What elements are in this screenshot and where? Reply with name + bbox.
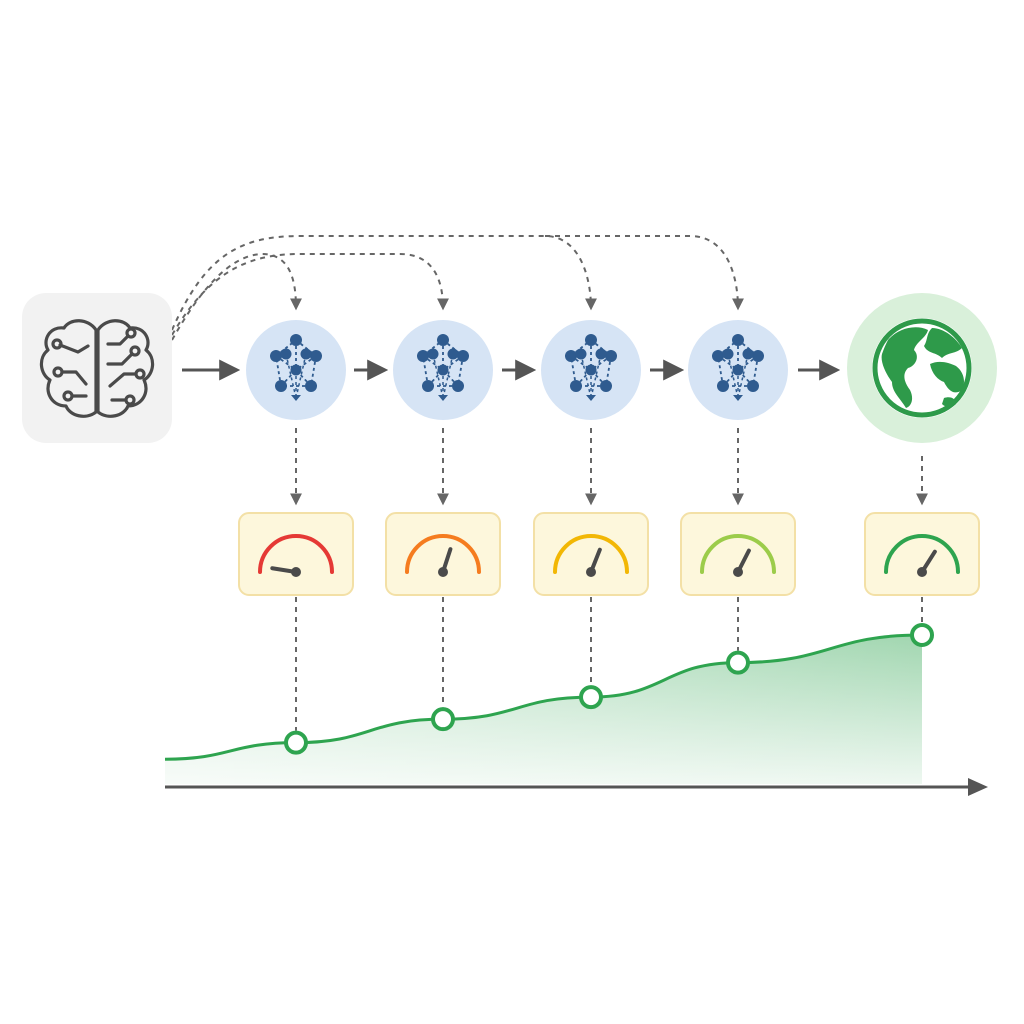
model-stages	[246, 320, 788, 420]
globe-icon	[872, 318, 972, 418]
network-graph-icon	[417, 334, 469, 401]
gauge-2	[385, 512, 501, 596]
network-graph-icon	[270, 334, 322, 401]
brain-circuit-icon	[39, 319, 155, 418]
measurement-connectors	[290, 428, 928, 731]
model-stage-1	[246, 320, 346, 420]
speedometer-icon	[405, 534, 481, 577]
network-graph-icon	[712, 334, 764, 401]
gauge-1	[238, 512, 354, 596]
model-stage-2	[393, 320, 493, 420]
gauge-card	[533, 512, 649, 596]
feedback-arc-stage-4	[545, 235, 744, 311]
x-axis-arrowhead	[968, 778, 988, 796]
gauge-card	[238, 512, 354, 596]
progress-point-3	[579, 685, 603, 710]
feedback-arc-stage-3	[171, 235, 597, 331]
evaluation-gauges	[238, 512, 980, 596]
speedometer-icon	[553, 534, 629, 577]
progress-point-5	[910, 623, 934, 647]
gauge-4	[680, 512, 796, 596]
progress-points	[284, 623, 934, 755]
feedback-arcs	[171, 235, 744, 341]
progress-point-1	[284, 730, 308, 755]
gauge-card	[680, 512, 796, 596]
gauge-card	[385, 512, 501, 596]
model-stage-3	[541, 320, 641, 420]
network-graph-icon	[565, 334, 617, 401]
feedback-arc-stage-2	[171, 253, 449, 336]
progress-area-fade	[165, 635, 922, 784]
gauge-card	[864, 512, 980, 596]
speedometer-icon	[700, 534, 776, 577]
speedometer-icon	[884, 534, 960, 577]
gauge-3	[533, 512, 649, 596]
speedometer-icon	[258, 534, 334, 577]
model-stage-4	[688, 320, 788, 420]
progress-point-2	[431, 707, 455, 732]
gauge-5	[864, 512, 980, 596]
progress-point-4	[726, 650, 750, 675]
target-node	[847, 293, 997, 443]
source-node	[22, 293, 172, 443]
progress-chart	[164, 623, 988, 796]
